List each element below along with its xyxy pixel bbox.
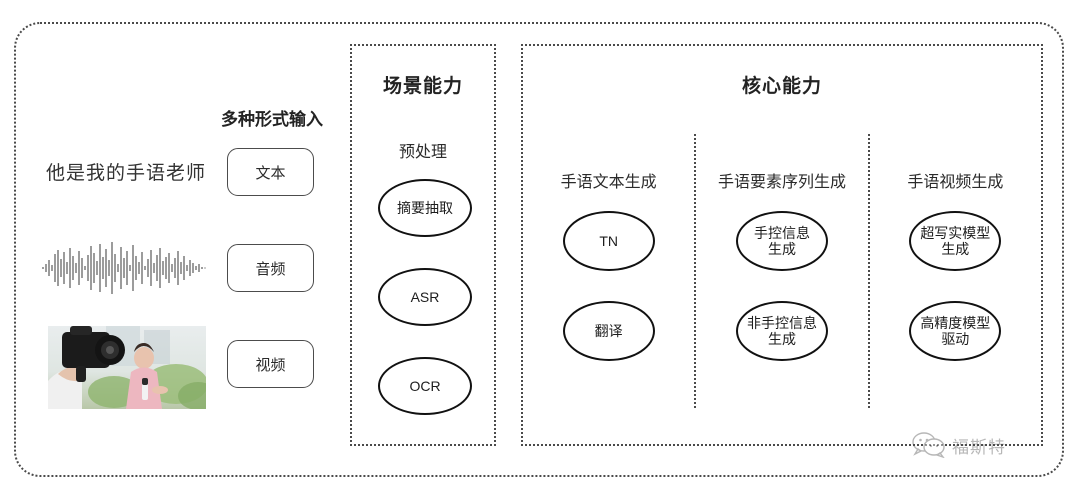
- scene-node-ocr[interactable]: OCR: [378, 357, 472, 415]
- modality-pill-audio[interactable]: 音频: [227, 244, 314, 292]
- core-node-wrapper: 超写实模型 生成: [909, 211, 1002, 271]
- core-node-line1: 高精度模型: [920, 314, 991, 331]
- core-node-line1: TN: [599, 232, 618, 249]
- core-node-line1: 超写实模型: [920, 224, 991, 241]
- core-node-non-manual-info-generation[interactable]: 非手控信息 生成: [735, 301, 828, 361]
- core-column-header: 手语要素序列生成: [717, 174, 846, 191]
- sample-sentence-text: 他是我的手语老师: [46, 163, 207, 184]
- core-node-line2: 生成: [767, 331, 796, 347]
- video-thumbnail-image: [48, 326, 206, 409]
- core-capability-group: 核心能力 手语文本生成 TN 翻译 手语要素序列生成: [521, 44, 1043, 446]
- watermark-text: 福斯特: [952, 437, 1006, 457]
- core-node-photorealistic-model-generation[interactable]: 超写实模型 生成: [909, 211, 1002, 271]
- scene-capability-group: 场景能力 预处理 摘要抽取 ASR OCR: [350, 44, 496, 446]
- core-node-wrapper: 高精度模型 驱动: [909, 301, 1002, 361]
- scene-group-subtitle: 预处理: [398, 144, 447, 161]
- wechat-icon: [912, 432, 945, 458]
- core-node-line2: 生成: [767, 241, 796, 257]
- core-node-line2: 生成: [941, 241, 970, 257]
- core-column-header: 手语文本生成: [560, 174, 657, 191]
- core-node-wrapper: 非手控信息 生成: [735, 301, 828, 361]
- core-node-tn[interactable]: TN: [562, 211, 655, 271]
- core-column-header: 手语视频生成: [907, 174, 1004, 191]
- core-node-wrapper: 手控信息 生成: [735, 211, 828, 271]
- modality-pill-text[interactable]: 文本: [227, 148, 314, 196]
- modality-pill-video[interactable]: 视频: [227, 340, 314, 388]
- core-column-sign-text-generation: 手语文本生成 TN 翻译: [523, 134, 694, 408]
- scene-node-summary[interactable]: 摘要抽取: [378, 179, 472, 237]
- core-node-wrapper: 翻译: [562, 301, 655, 361]
- core-node-wrapper: TN: [562, 211, 655, 271]
- core-node-translation[interactable]: 翻译: [562, 301, 655, 361]
- input-section-label: 多种形式输入: [221, 110, 323, 129]
- core-column-sign-element-sequence-generation: 手语要素序列生成 手控信息 生成 非手控信息 生成: [694, 134, 867, 408]
- core-group-title: 核心能力: [741, 76, 822, 97]
- core-node-line2: 驱动: [941, 331, 970, 347]
- core-node-line1: 手控信息: [753, 224, 810, 241]
- core-columns: 手语文本生成 TN 翻译 手语要素序列生成 手控信息: [523, 134, 1041, 408]
- core-node-line1: 非手控信息: [746, 314, 817, 331]
- watermark: 福斯特: [912, 432, 1006, 458]
- core-node-manual-info-generation[interactable]: 手控信息 生成: [735, 211, 828, 271]
- scene-node-asr[interactable]: ASR: [378, 268, 472, 326]
- audio-waveform-icon: [42, 242, 206, 294]
- core-node-high-precision-model-driving[interactable]: 高精度模型 驱动: [909, 301, 1002, 361]
- scene-group-title: 场景能力: [382, 76, 463, 97]
- core-node-line1: 翻译: [594, 322, 623, 339]
- core-column-sign-video-generation: 手语视频生成 超写实模型 生成 高精度模型 驱动: [867, 134, 1041, 408]
- outer-dotted-frame: [14, 22, 1064, 477]
